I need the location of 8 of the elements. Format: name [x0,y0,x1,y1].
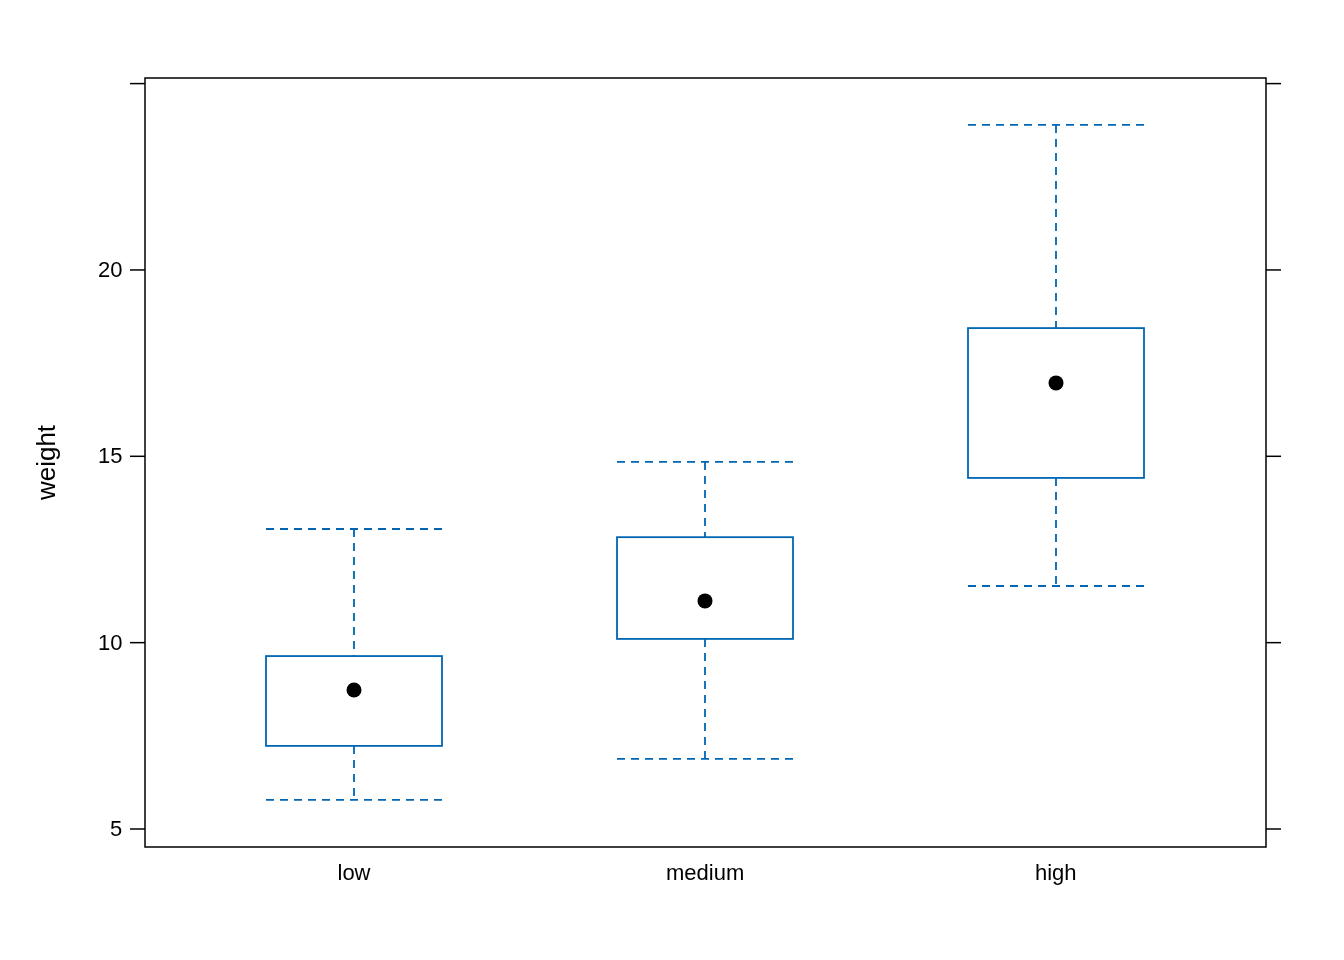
tick-label: 10 [98,629,123,656]
axis-title: weight [30,424,62,501]
category-label: high [1035,860,1077,886]
category-label: low [337,860,371,886]
tick-label: 5 [110,816,123,842]
category-label: medium [666,860,745,886]
tick-label: 15 [98,443,123,470]
tick-label: 20 [98,256,123,283]
